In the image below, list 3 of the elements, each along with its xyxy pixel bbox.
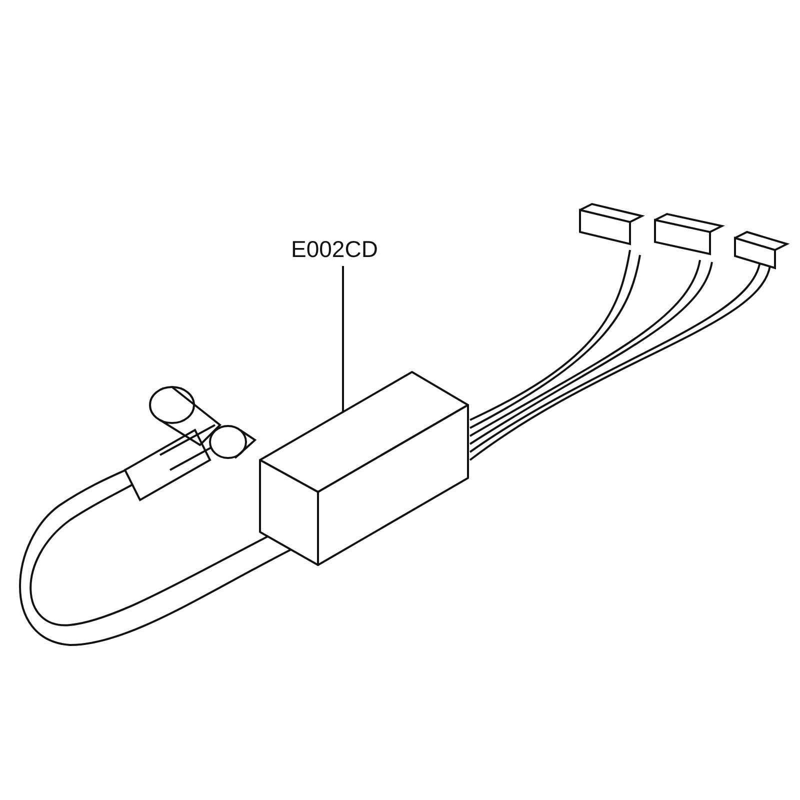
leader-line xyxy=(342,266,344,412)
part-number: E002CD xyxy=(291,236,378,263)
control-module-drawing xyxy=(259,371,469,566)
